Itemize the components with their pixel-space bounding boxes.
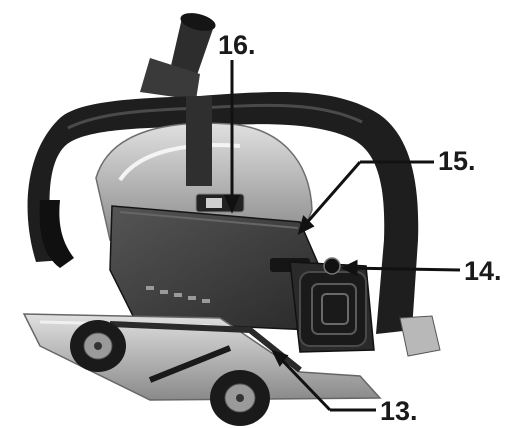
front-wheel (70, 320, 126, 372)
leader-13 (271, 349, 376, 412)
callout-14: 14. (464, 256, 502, 286)
rear-wheel (210, 370, 270, 426)
leader-16 (223, 60, 241, 214)
callout-15: 15. (438, 146, 476, 176)
leader-15 (297, 160, 434, 235)
leader-lines (223, 60, 461, 412)
dust-spout (140, 13, 216, 100)
leader-14 (340, 259, 461, 277)
rear-end-cap (289, 257, 375, 353)
callout-16: 16. (218, 30, 256, 60)
callout-13: 13. (380, 396, 418, 426)
